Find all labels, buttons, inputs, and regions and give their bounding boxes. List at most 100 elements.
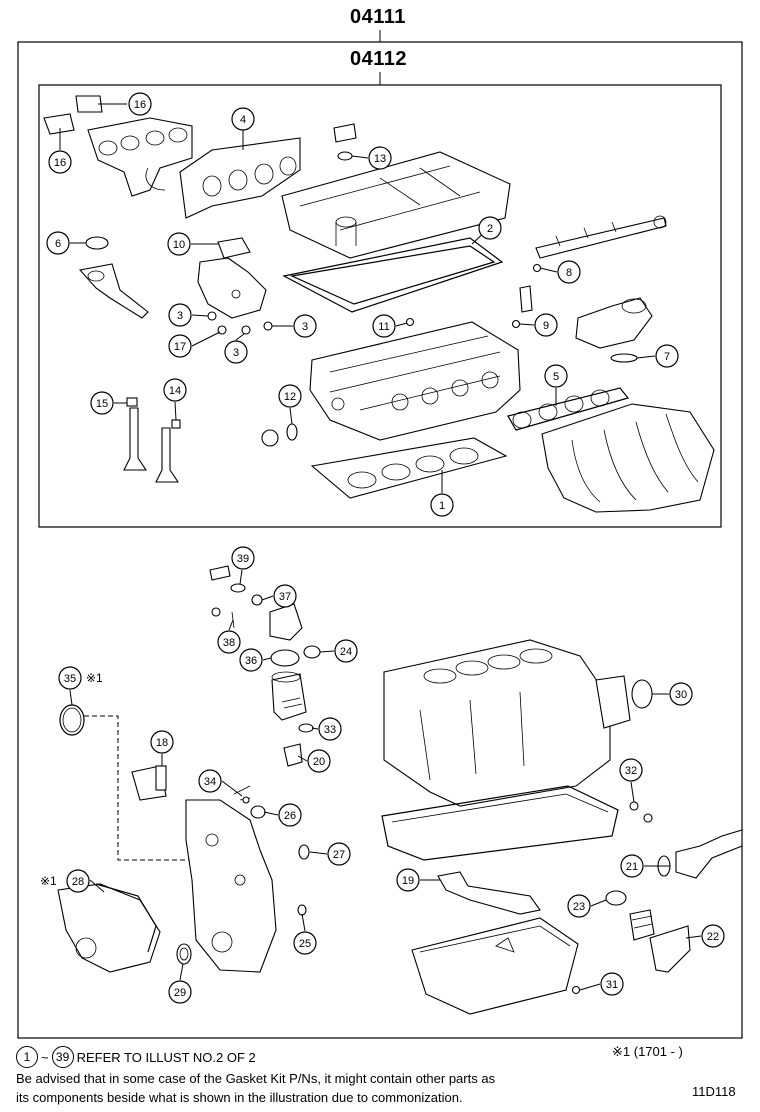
callout-15: 15 [90, 391, 114, 415]
callout-3-label: 3 [177, 310, 183, 322]
disclaimer-line-1: Be advised that in some case of the Gask… [16, 1071, 496, 1086]
water-outlet [575, 297, 653, 349]
callout-18: 18 [150, 730, 174, 754]
thermostat-housing [649, 925, 691, 973]
callout-3-label: 3 [302, 321, 308, 333]
callout-38-label: 38 [223, 637, 235, 649]
manifold-gasket-small-a [75, 95, 103, 113]
callout-16: 16 [128, 92, 152, 116]
callout-39-label: 39 [237, 553, 249, 565]
valve [123, 397, 181, 483]
callout-18-label: 18 [156, 737, 168, 749]
callout-2-label: 2 [487, 223, 493, 235]
callout-37: 37 [273, 584, 297, 608]
callout-10: 10 [167, 232, 191, 256]
callout-33-label: 33 [324, 724, 336, 736]
callout-38: 38 [217, 630, 241, 654]
cylinder-block [383, 639, 611, 807]
callout-7-label: 7 [664, 351, 670, 363]
callout-27: 27 [327, 842, 351, 866]
exhaust-pipe-gasket [85, 236, 109, 250]
filler-cap-gasket [337, 151, 353, 161]
callout-29-label: 29 [174, 987, 186, 999]
callout-23: 23 [567, 894, 591, 918]
manifold-gasket-small-b [43, 113, 75, 135]
callout-6-label: 6 [55, 238, 61, 250]
callout-24: 24 [334, 639, 358, 663]
oil-pan [411, 917, 579, 1015]
callout-21-label: 21 [626, 861, 638, 873]
exhaust-manifold [87, 117, 193, 197]
cam-position-bracket [197, 237, 267, 319]
water-outlet-gasket [610, 353, 638, 363]
callout-5: 5 [544, 364, 568, 388]
callout-31: 31 [600, 972, 624, 996]
callout-14-label: 14 [169, 385, 181, 397]
oil-filler-cap [333, 123, 357, 143]
callout-9: 9 [534, 313, 558, 337]
intake-manifold [541, 403, 715, 513]
callout-29: 29 [168, 980, 192, 1004]
thermostat [629, 909, 655, 941]
callout-19: 19 [396, 868, 420, 892]
callout-12-label: 12 [284, 391, 296, 403]
callout-10-label: 10 [173, 239, 185, 251]
o-ring [59, 704, 85, 736]
callout-36-label: 36 [245, 655, 257, 667]
callout-19-label: 19 [402, 875, 414, 887]
callout-35-label: 35 [64, 673, 76, 685]
callout-3: 3 [168, 303, 192, 327]
callout-16: 16 [48, 150, 72, 174]
callout-16-label: 16 [134, 99, 146, 111]
range-tilde: ~ [41, 1049, 49, 1065]
oil-filter [271, 671, 307, 721]
callout-36: 36 [239, 648, 263, 672]
cylinder-head [309, 321, 521, 441]
oil-strainer [437, 871, 541, 915]
oil-filter-bracket [269, 603, 303, 641]
callout-17-label: 17 [174, 341, 186, 353]
range-note: 1 ~ 39 REFER TO ILLUST NO.2 OF 2 [16, 1046, 256, 1068]
callout-11-label: 11 [378, 321, 389, 333]
callout-32-label: 32 [625, 765, 637, 777]
callout-4-label: 4 [240, 114, 246, 126]
water-inlet-pipe [675, 829, 743, 879]
callout-6: 6 [46, 231, 70, 255]
oil-control-rod [535, 215, 667, 259]
callout-14: 14 [163, 378, 187, 402]
range-end-circle: 39 [51, 1046, 74, 1068]
range-start-circle: 1 [16, 1046, 38, 1068]
callout-39: 39 [231, 546, 255, 570]
exhaust-pipe-elbow [78, 263, 149, 319]
applicability-footnote: ※1 (1701 - ) [612, 1044, 683, 1059]
cylinder-head-gasket [310, 437, 508, 499]
callout-22: 22 [701, 924, 725, 948]
callout-16-label: 16 [54, 157, 66, 169]
callout-33: 33 [318, 717, 342, 741]
kit-part-number: 04111 [350, 6, 406, 28]
intake-manifold-gasket [507, 387, 630, 431]
callout-11: 11 [372, 314, 396, 338]
callout-31-label: 31 [606, 979, 618, 991]
water-pump [57, 883, 161, 973]
callout-1-label: 1 [439, 500, 445, 512]
oil-control-valve [519, 285, 533, 313]
callout-9-label: 9 [543, 320, 549, 332]
callout-3: 3 [293, 314, 317, 338]
callouts: 16 16 4 13 2 6 10 8 9 7 3 17 3 3 11 5 12… [40, 92, 725, 1004]
callout-5-label: 5 [553, 371, 559, 383]
timing-chain-cover [185, 799, 277, 973]
callout-25: 25 [293, 931, 317, 955]
callout-15-label: 15 [96, 398, 108, 410]
callout-34-label: 34 [204, 776, 216, 788]
callout-25-label: 25 [299, 938, 311, 950]
callout-2: 2 [478, 216, 502, 240]
callout-35: 35 [58, 666, 82, 690]
illustration-id: 11D118 [692, 1084, 736, 1099]
callout-24-label: 24 [340, 646, 352, 658]
callout-26-label: 26 [284, 810, 296, 822]
exhaust-manifold-gasket [179, 137, 301, 219]
callout-28-label: 28 [72, 876, 84, 888]
callout-27-label: 27 [333, 849, 345, 861]
